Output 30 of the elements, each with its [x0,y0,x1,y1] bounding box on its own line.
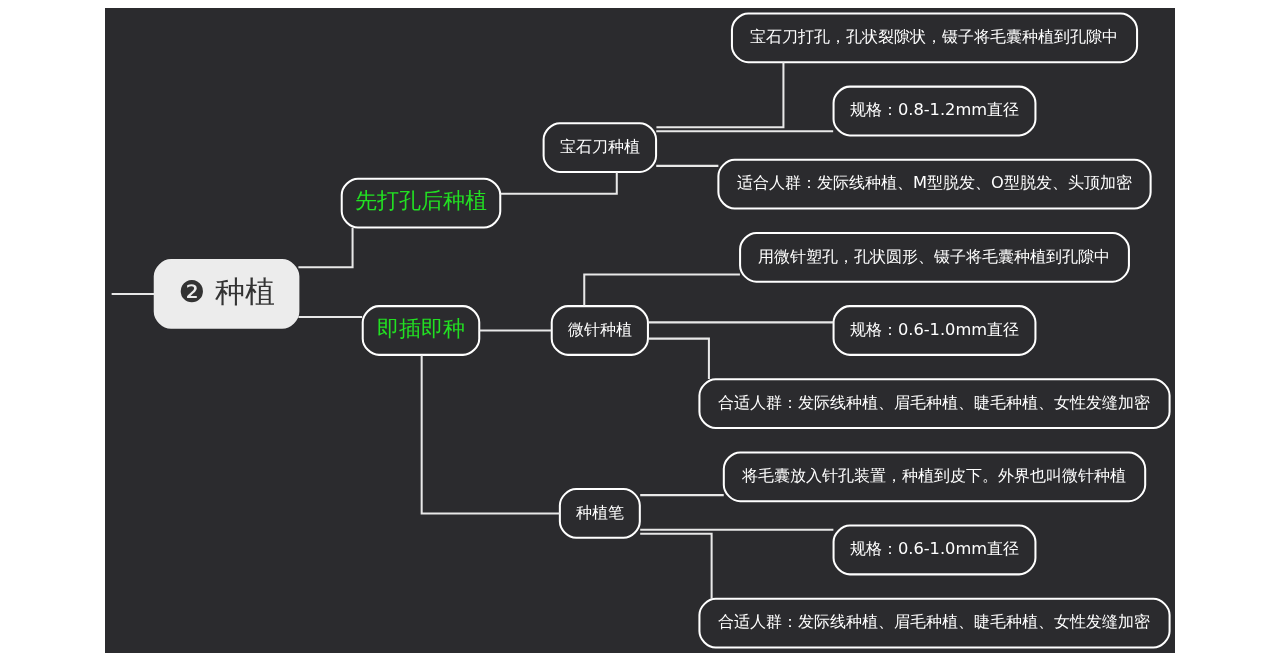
connector [111,292,155,295]
connector [298,227,354,269]
node-box: 规格：0.6-1.0mm直径 [832,524,1037,576]
node-box: 宝石刀种植 [542,122,658,173]
node-box: ❷ 种植 [153,259,300,329]
node-box: 微针种植 [550,305,649,356]
connector [656,130,834,133]
connector [640,494,724,497]
node-box: 先打孔后种植 [340,177,502,229]
node-box: 合适人群：发际线种植、眉毛种植、睫毛种植、女性发缝加密 [698,597,1171,649]
connector [656,164,719,167]
connector [648,337,710,380]
connector [640,528,834,531]
connector [479,329,552,332]
connector [420,355,560,515]
connector [656,62,785,129]
connector [648,321,834,324]
node-box: 宝石刀打孔，孔状裂隙状，镊子将毛囊种植到孔隙中 [730,12,1139,64]
node-box: 种植笔 [558,488,641,539]
connector [500,172,618,195]
node-box: 规格：0.6-1.0mm直径 [832,305,1037,356]
node-box: 合适人群：发际线种植、眉毛种植、睫毛种植、女性发缝加密 [698,378,1171,430]
connector [583,273,740,306]
connector [298,315,363,318]
node-box: 用微针塑孔，孔状圆形、镊子将毛囊种植到孔隙中 [739,231,1130,283]
connector [640,532,713,599]
node-box: 即插即种 [361,305,481,356]
node-box: 适合人群：发际线种植、M型脱发、O型脱发、头顶加密 [717,158,1152,210]
node-box: 规格：0.8-1.2mm直径 [832,85,1037,137]
node-box: 将毛囊放入针孔装置，种植到皮下。外界也叫微针种植 [722,451,1147,503]
